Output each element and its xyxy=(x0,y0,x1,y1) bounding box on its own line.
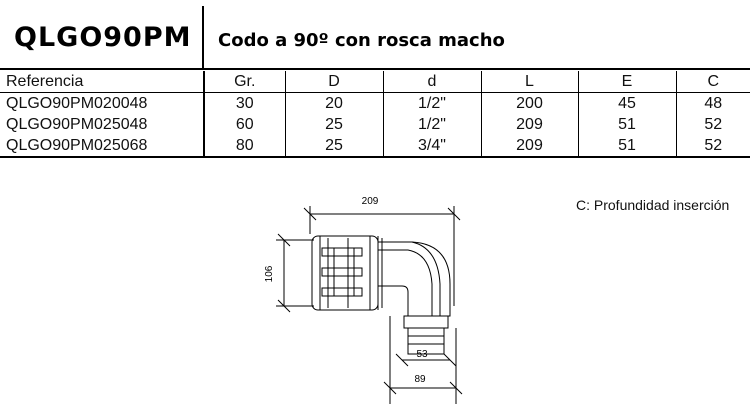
elbow-fitting-drawing: 209 106 53 89 xyxy=(264,196,463,404)
cell-d-upper: 25 xyxy=(284,135,383,157)
cell-d-upper: 20 xyxy=(284,92,383,114)
table-header-row: Referencia Gr. D d L E C xyxy=(0,71,750,93)
thread-dimension-label: 53 xyxy=(416,349,428,360)
col-header-c: C xyxy=(675,71,750,93)
table-row: QLGO90PM025048 60 25 1/2" 209 51 52 xyxy=(0,114,750,135)
cell-gr: 80 xyxy=(203,135,285,157)
col-header-d-upper: D xyxy=(284,71,383,93)
cell-e: 51 xyxy=(577,135,676,157)
table-row: QLGO90PM025068 80 25 3/4" 209 51 52 xyxy=(0,135,750,157)
cell-d-lower: 3/4" xyxy=(382,135,481,157)
cell-c: 52 xyxy=(675,114,750,135)
product-description: Codo a 90º con rosca macho xyxy=(218,30,505,51)
length-dimension-label: 209 xyxy=(362,196,379,207)
cell-e: 51 xyxy=(577,114,676,135)
col-header-d-lower: d xyxy=(382,71,481,93)
insertion-depth-note: C: Profundidad inserción xyxy=(576,197,730,213)
base-dimension-label: 89 xyxy=(414,374,426,385)
col-header-e: E xyxy=(577,71,676,93)
spec-table: Referencia Gr. D d L E C QLGO90PM020048 … xyxy=(0,71,750,158)
cell-l: 200 xyxy=(480,92,578,114)
male-thread xyxy=(407,327,445,355)
elbow-body xyxy=(378,241,451,317)
cell-gr: 60 xyxy=(203,114,285,135)
cell-c: 48 xyxy=(675,92,750,114)
cell-referencia: QLGO90PM020048 xyxy=(6,94,148,112)
cell-d-lower: 1/2" xyxy=(382,114,481,135)
cell-d-lower: 1/2" xyxy=(382,92,481,114)
col-header-referencia: Referencia xyxy=(6,72,84,90)
cell-referencia: QLGO90PM025068 xyxy=(6,136,148,154)
cell-l: 209 xyxy=(480,114,578,135)
cell-c: 52 xyxy=(675,135,750,157)
cell-d-upper: 25 xyxy=(284,114,383,135)
cell-l: 209 xyxy=(480,135,578,157)
product-code: QLGO90PM xyxy=(0,6,204,68)
cell-gr: 30 xyxy=(203,92,285,114)
table-row: QLGO90PM020048 30 20 1/2" 200 45 48 xyxy=(0,92,750,114)
col-header-gr: Gr. xyxy=(203,71,285,93)
cell-e: 45 xyxy=(577,92,676,114)
header-divider xyxy=(0,68,750,70)
cell-referencia: QLGO90PM025048 xyxy=(6,115,148,133)
hex-collar xyxy=(403,315,449,329)
height-dimension-label: 106 xyxy=(264,265,275,282)
col-header-l: L xyxy=(480,71,578,93)
